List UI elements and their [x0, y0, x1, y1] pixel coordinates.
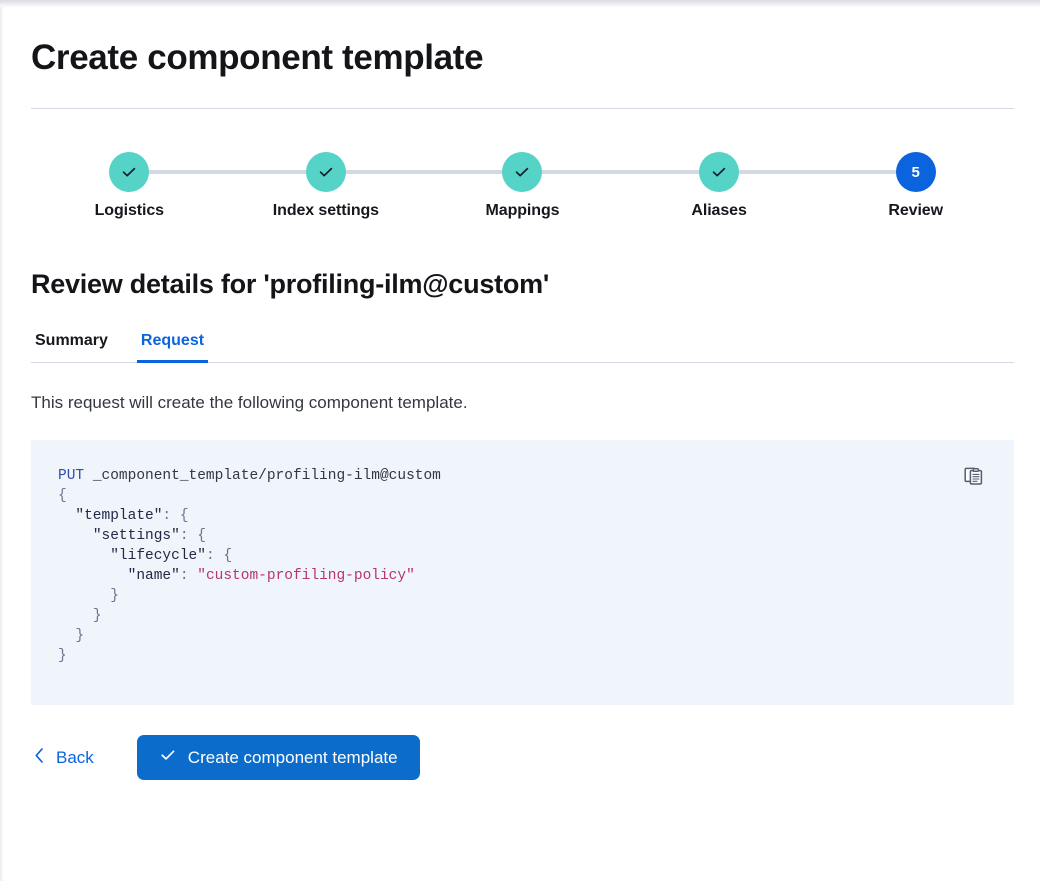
create-component-template-button[interactable]: Create component template: [136, 735, 420, 780]
back-button[interactable]: Back: [31, 743, 96, 773]
step-connector-right: [129, 170, 228, 174]
step-connector-right: [522, 170, 621, 174]
step-status-complete-icon: [305, 152, 346, 192]
step-marker-row: [31, 152, 228, 192]
create-button-label: Create component template: [187, 747, 398, 767]
step-connector-right: [719, 170, 818, 174]
step-status-complete-icon: [502, 152, 543, 192]
tab-summary[interactable]: Summary: [31, 332, 112, 363]
chevron-left-icon: [33, 747, 46, 769]
step-mappings[interactable]: Mappings: [424, 152, 621, 220]
step-connector-left: [227, 170, 326, 174]
step-status-complete-icon: [109, 152, 150, 192]
review-heading: Review details for 'profiling-ilm@custom…: [31, 269, 549, 299]
step-connector-left: [424, 170, 523, 174]
step-index-settings[interactable]: Index settings: [227, 152, 425, 220]
request-code-block: PUT _component_template/profiling-ilm@cu…: [31, 440, 1014, 705]
step-number-badge: 5: [895, 152, 936, 192]
title-divider: [31, 108, 1014, 109]
step-label: Mappings: [485, 202, 560, 219]
page-title: Create component template: [31, 38, 484, 77]
step-connector-left: [620, 170, 720, 174]
step-aliases[interactable]: Aliases: [620, 152, 818, 220]
step-review[interactable]: 5 Review: [817, 152, 1014, 220]
tab-request[interactable]: Request: [136, 332, 209, 363]
request-code-text: PUT _component_template/profiling-ilm@cu…: [58, 468, 441, 664]
step-status-complete-icon: [699, 152, 740, 192]
step-connector-right: [325, 170, 425, 174]
footer-actions: Back Create component template: [31, 735, 1014, 780]
wizard-stepper: Logistics Index settings: [31, 152, 1014, 220]
copy-icon[interactable]: [961, 462, 987, 488]
page-content: Create component template Logistics: [0, 7, 1040, 780]
step-logistics[interactable]: Logistics: [31, 152, 228, 220]
back-button-label: Back: [56, 747, 94, 767]
step-connector-left: [817, 170, 916, 174]
step-marker-row: [424, 152, 621, 192]
step-label: Review: [888, 202, 943, 219]
request-description: This request will create the following c…: [31, 393, 468, 412]
review-tabs: Summary Request: [31, 332, 1014, 363]
step-marker-row: [227, 152, 425, 192]
step-marker-row: 5: [817, 152, 1014, 192]
page-shell: Create component template Logistics: [0, 7, 1040, 881]
step-marker-row: [620, 152, 818, 192]
check-icon: [159, 746, 177, 769]
step-label: Logistics: [94, 202, 164, 219]
step-label: Index settings: [272, 202, 379, 219]
step-label: Aliases: [691, 202, 747, 219]
